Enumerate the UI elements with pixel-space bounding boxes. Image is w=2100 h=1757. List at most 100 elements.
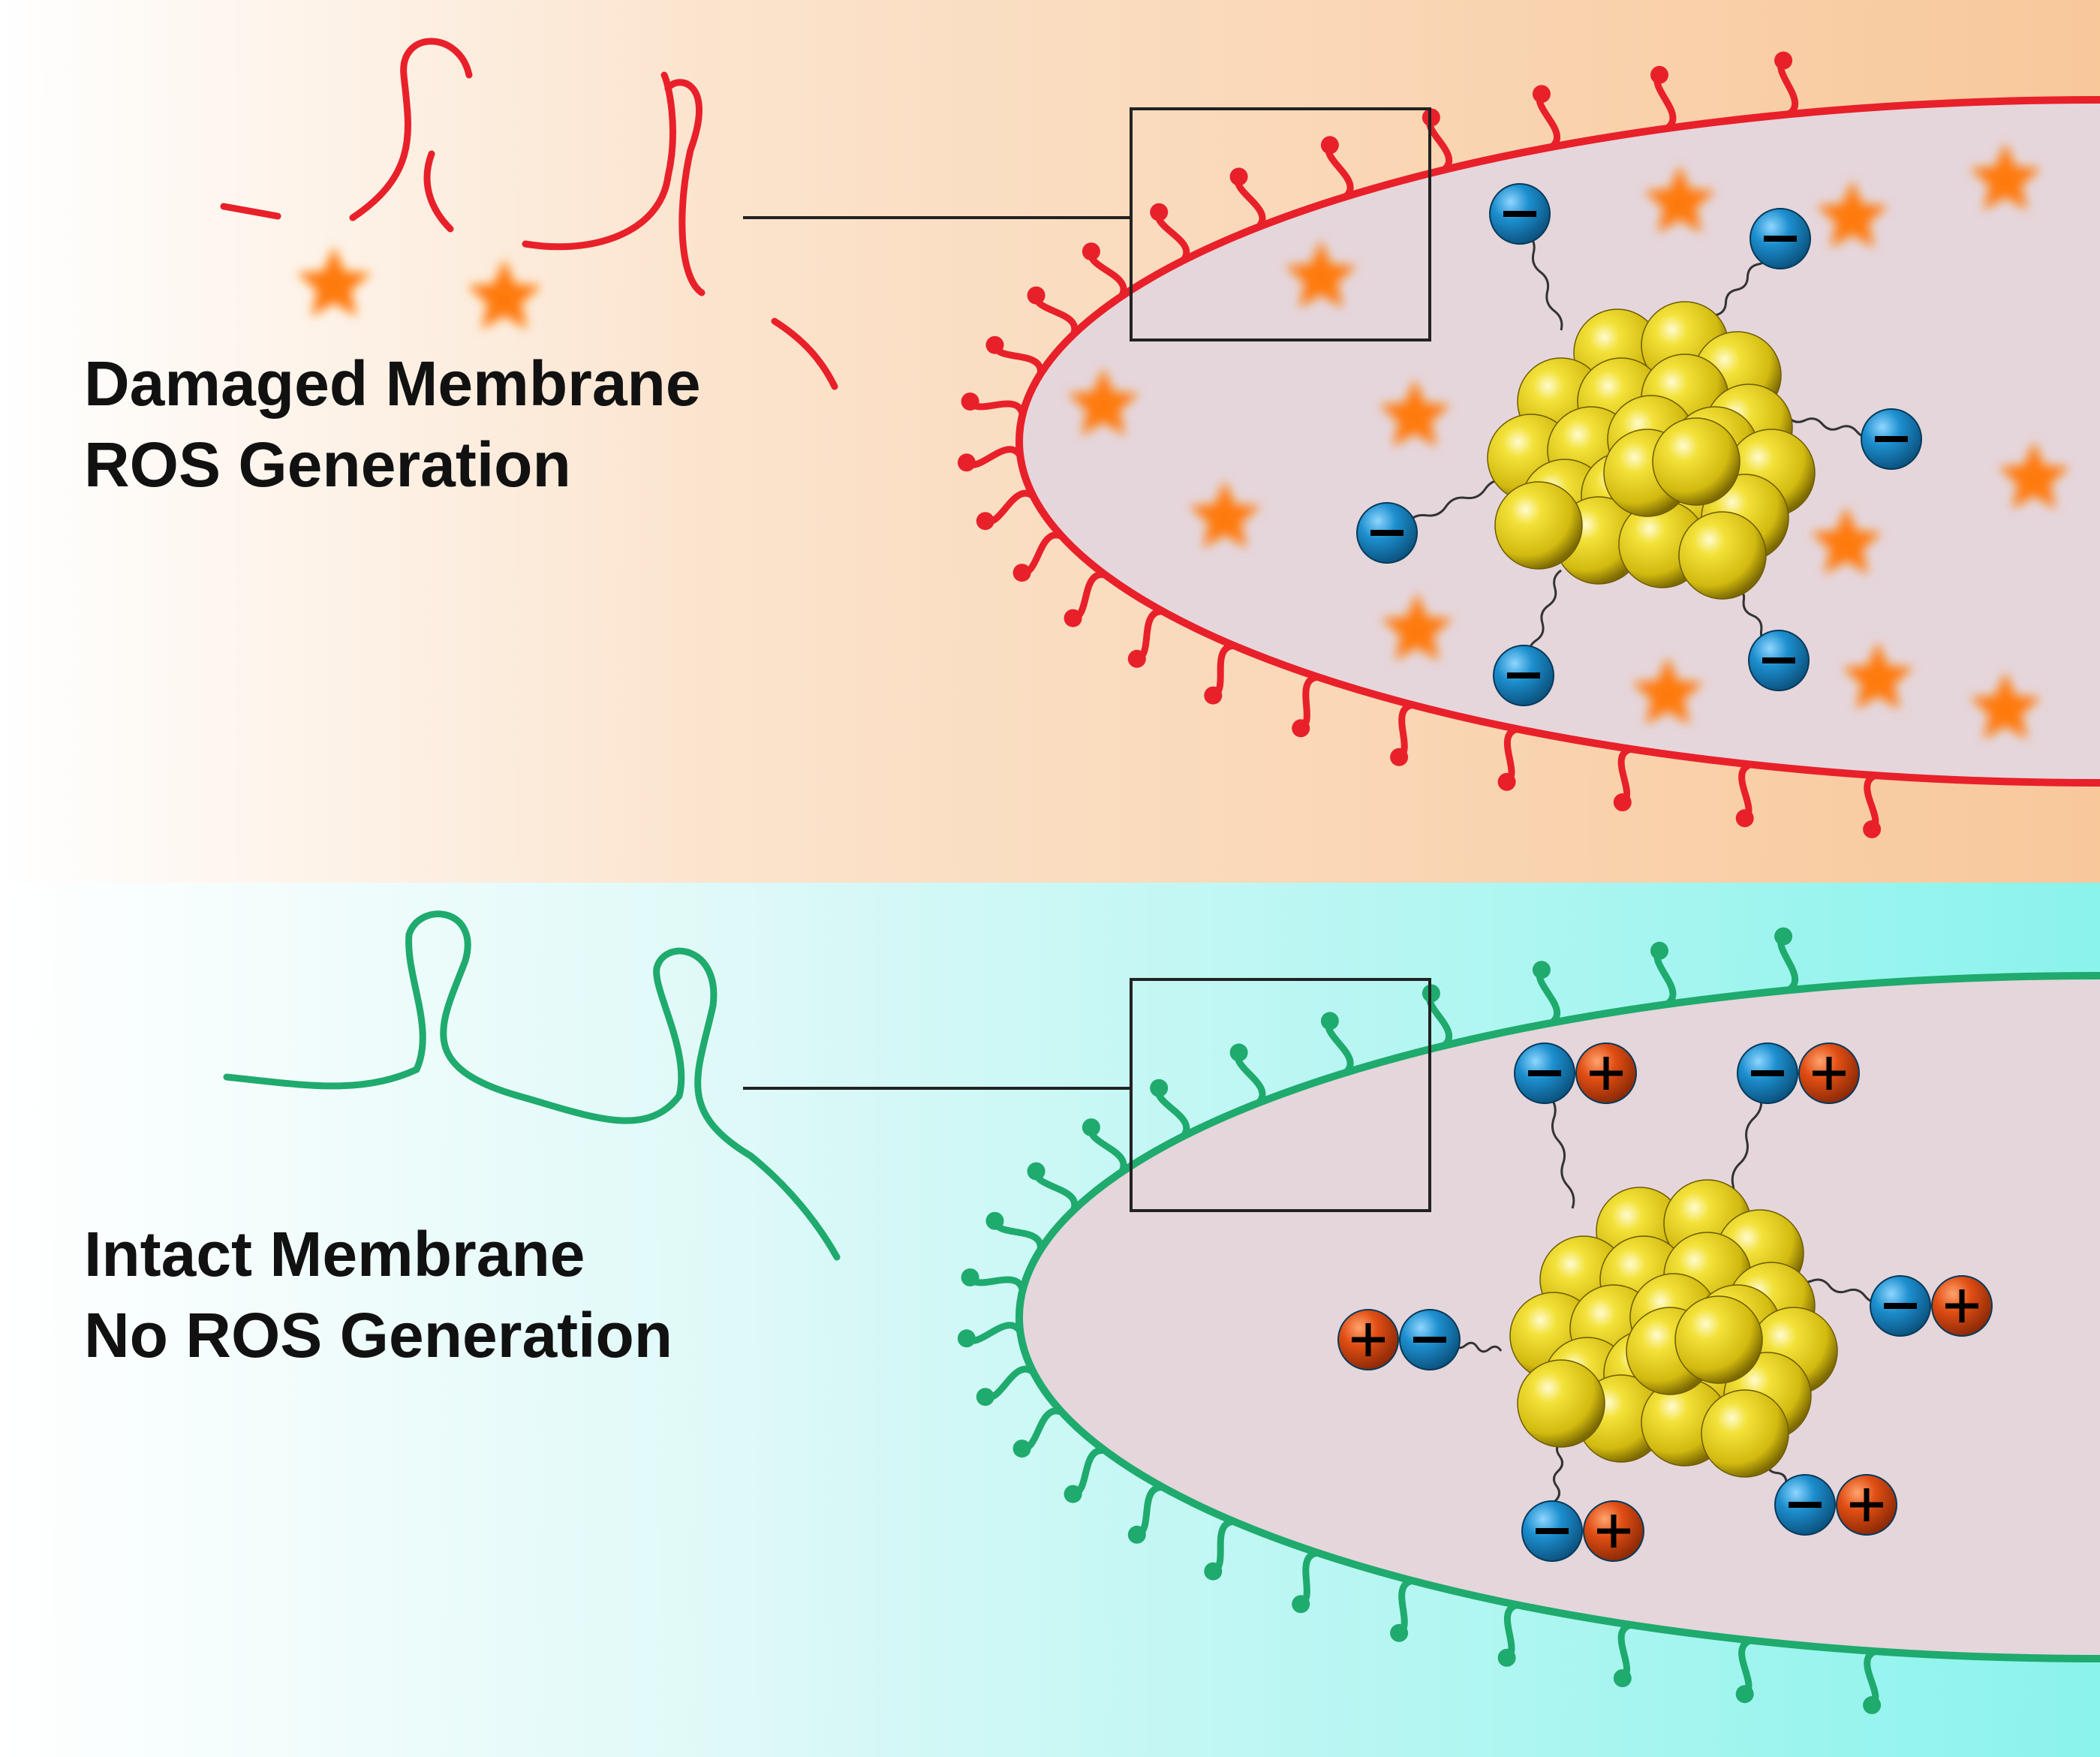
ros-star-icon (1816, 180, 1888, 248)
hair-head (1497, 772, 1516, 791)
zoom-box (1130, 978, 1431, 1212)
ros-star-icon (1969, 143, 2041, 211)
hair-head (1150, 203, 1169, 221)
membrane-fragment (664, 79, 706, 296)
anion (1356, 502, 1418, 564)
hair-head (1532, 961, 1551, 979)
ros-star-icon (296, 246, 372, 317)
anion (1749, 208, 1811, 269)
membrane-fragment (423, 150, 454, 233)
hair-head (1532, 85, 1551, 104)
anion (1737, 1042, 1798, 1104)
hair-head (1863, 1695, 1882, 1714)
gold-atom (1674, 1295, 1763, 1384)
hair-head (1863, 820, 1882, 838)
anion (1870, 1275, 1931, 1337)
hair-head (1390, 748, 1409, 766)
ros-star-icon (1381, 593, 1453, 661)
ligands (1337, 1042, 1993, 1562)
ros-star-icon (1644, 165, 1716, 233)
gold-atom (1678, 511, 1767, 600)
anion (1489, 183, 1551, 245)
ros-star-icon (1998, 441, 2070, 510)
minus-sign-icon (1370, 530, 1404, 536)
hair-head (1082, 1118, 1100, 1137)
ros-star-icon (1810, 507, 1882, 575)
hair-head (1082, 242, 1100, 261)
hair-head (1613, 1669, 1632, 1687)
bottom-label-line1: Intact Membrane (84, 1219, 585, 1289)
anion (1514, 1042, 1575, 1104)
hair-head (957, 453, 976, 472)
hair-head (1012, 564, 1031, 582)
hair-head (1064, 1485, 1082, 1503)
hair-head (1292, 719, 1310, 738)
gold-atom (1701, 1389, 1789, 1478)
ros-star-icon (1969, 672, 2041, 740)
anion (1861, 408, 1922, 470)
hair-head (1204, 1562, 1223, 1581)
cation (1583, 1500, 1644, 1562)
hair-head (1320, 136, 1339, 155)
hair-head (1735, 1685, 1754, 1704)
ros-star-icon (1632, 657, 1704, 725)
damaged-membrane-panel (220, 38, 2100, 838)
zoom-box (1130, 107, 1431, 341)
gold-nanocluster (1509, 1179, 1838, 1478)
hair-head (1204, 686, 1223, 705)
hair-head (1774, 51, 1793, 70)
top-label-line1: Damaged Membrane (84, 348, 701, 419)
minus-sign-icon (1536, 1528, 1569, 1534)
membrane-fragment (349, 38, 473, 221)
minus-sign-icon (1503, 211, 1536, 217)
ros-star-icon (1189, 480, 1261, 549)
anion (1774, 1474, 1836, 1536)
minus-sign-icon (1751, 1070, 1784, 1076)
membrane-outline (1015, 972, 2100, 1662)
hair-head (976, 1388, 994, 1407)
hair-head (1150, 1079, 1169, 1097)
hair-head (1497, 1648, 1516, 1667)
plus-sign-icon-vertical (1611, 1515, 1617, 1548)
minus-sign-icon (1875, 436, 1908, 442)
hair-head (1735, 809, 1754, 828)
hair-head (1229, 1043, 1248, 1062)
ligands (1356, 183, 1922, 706)
hair-head (961, 393, 979, 411)
plus-sign-icon-vertical (1826, 1057, 1832, 1090)
anion (1399, 1309, 1461, 1370)
plus-sign-icon-vertical (1603, 1057, 1609, 1090)
ros-star-icon (1067, 368, 1139, 436)
hair-head (1229, 167, 1248, 186)
plus-sign-icon-vertical (1864, 1488, 1870, 1521)
hair-head (957, 1329, 976, 1348)
hair-head (1650, 941, 1668, 960)
hair-head (1320, 1012, 1339, 1030)
intact-membrane-panel (223, 910, 2100, 1714)
hair-head (961, 1268, 979, 1286)
hair-head (1027, 1162, 1045, 1181)
plus-sign-icon-vertical (1365, 1323, 1371, 1356)
gold-atom (1517, 1359, 1605, 1448)
minus-sign-icon (1413, 1337, 1446, 1343)
free-ros-stars (296, 246, 542, 330)
damaged-membrane-fragments (220, 38, 838, 390)
gold-atom (1494, 481, 1583, 570)
ros-star-icon (1285, 240, 1357, 308)
hair-head (1613, 793, 1632, 811)
gold-nanocluster (1487, 301, 1816, 600)
hair-head (1012, 1440, 1031, 1458)
hair-head (1774, 927, 1793, 946)
anion (1493, 645, 1554, 706)
hair-head (1064, 609, 1082, 627)
hair-head (1127, 649, 1146, 668)
hair-head (985, 1211, 1004, 1230)
membrane-hairs (957, 927, 1882, 1714)
cation (1337, 1309, 1399, 1370)
hair-head (1292, 1595, 1310, 1614)
ros-stars (1067, 143, 2070, 740)
minus-sign-icon (1528, 1070, 1561, 1076)
membrane-outline (1015, 96, 2100, 787)
